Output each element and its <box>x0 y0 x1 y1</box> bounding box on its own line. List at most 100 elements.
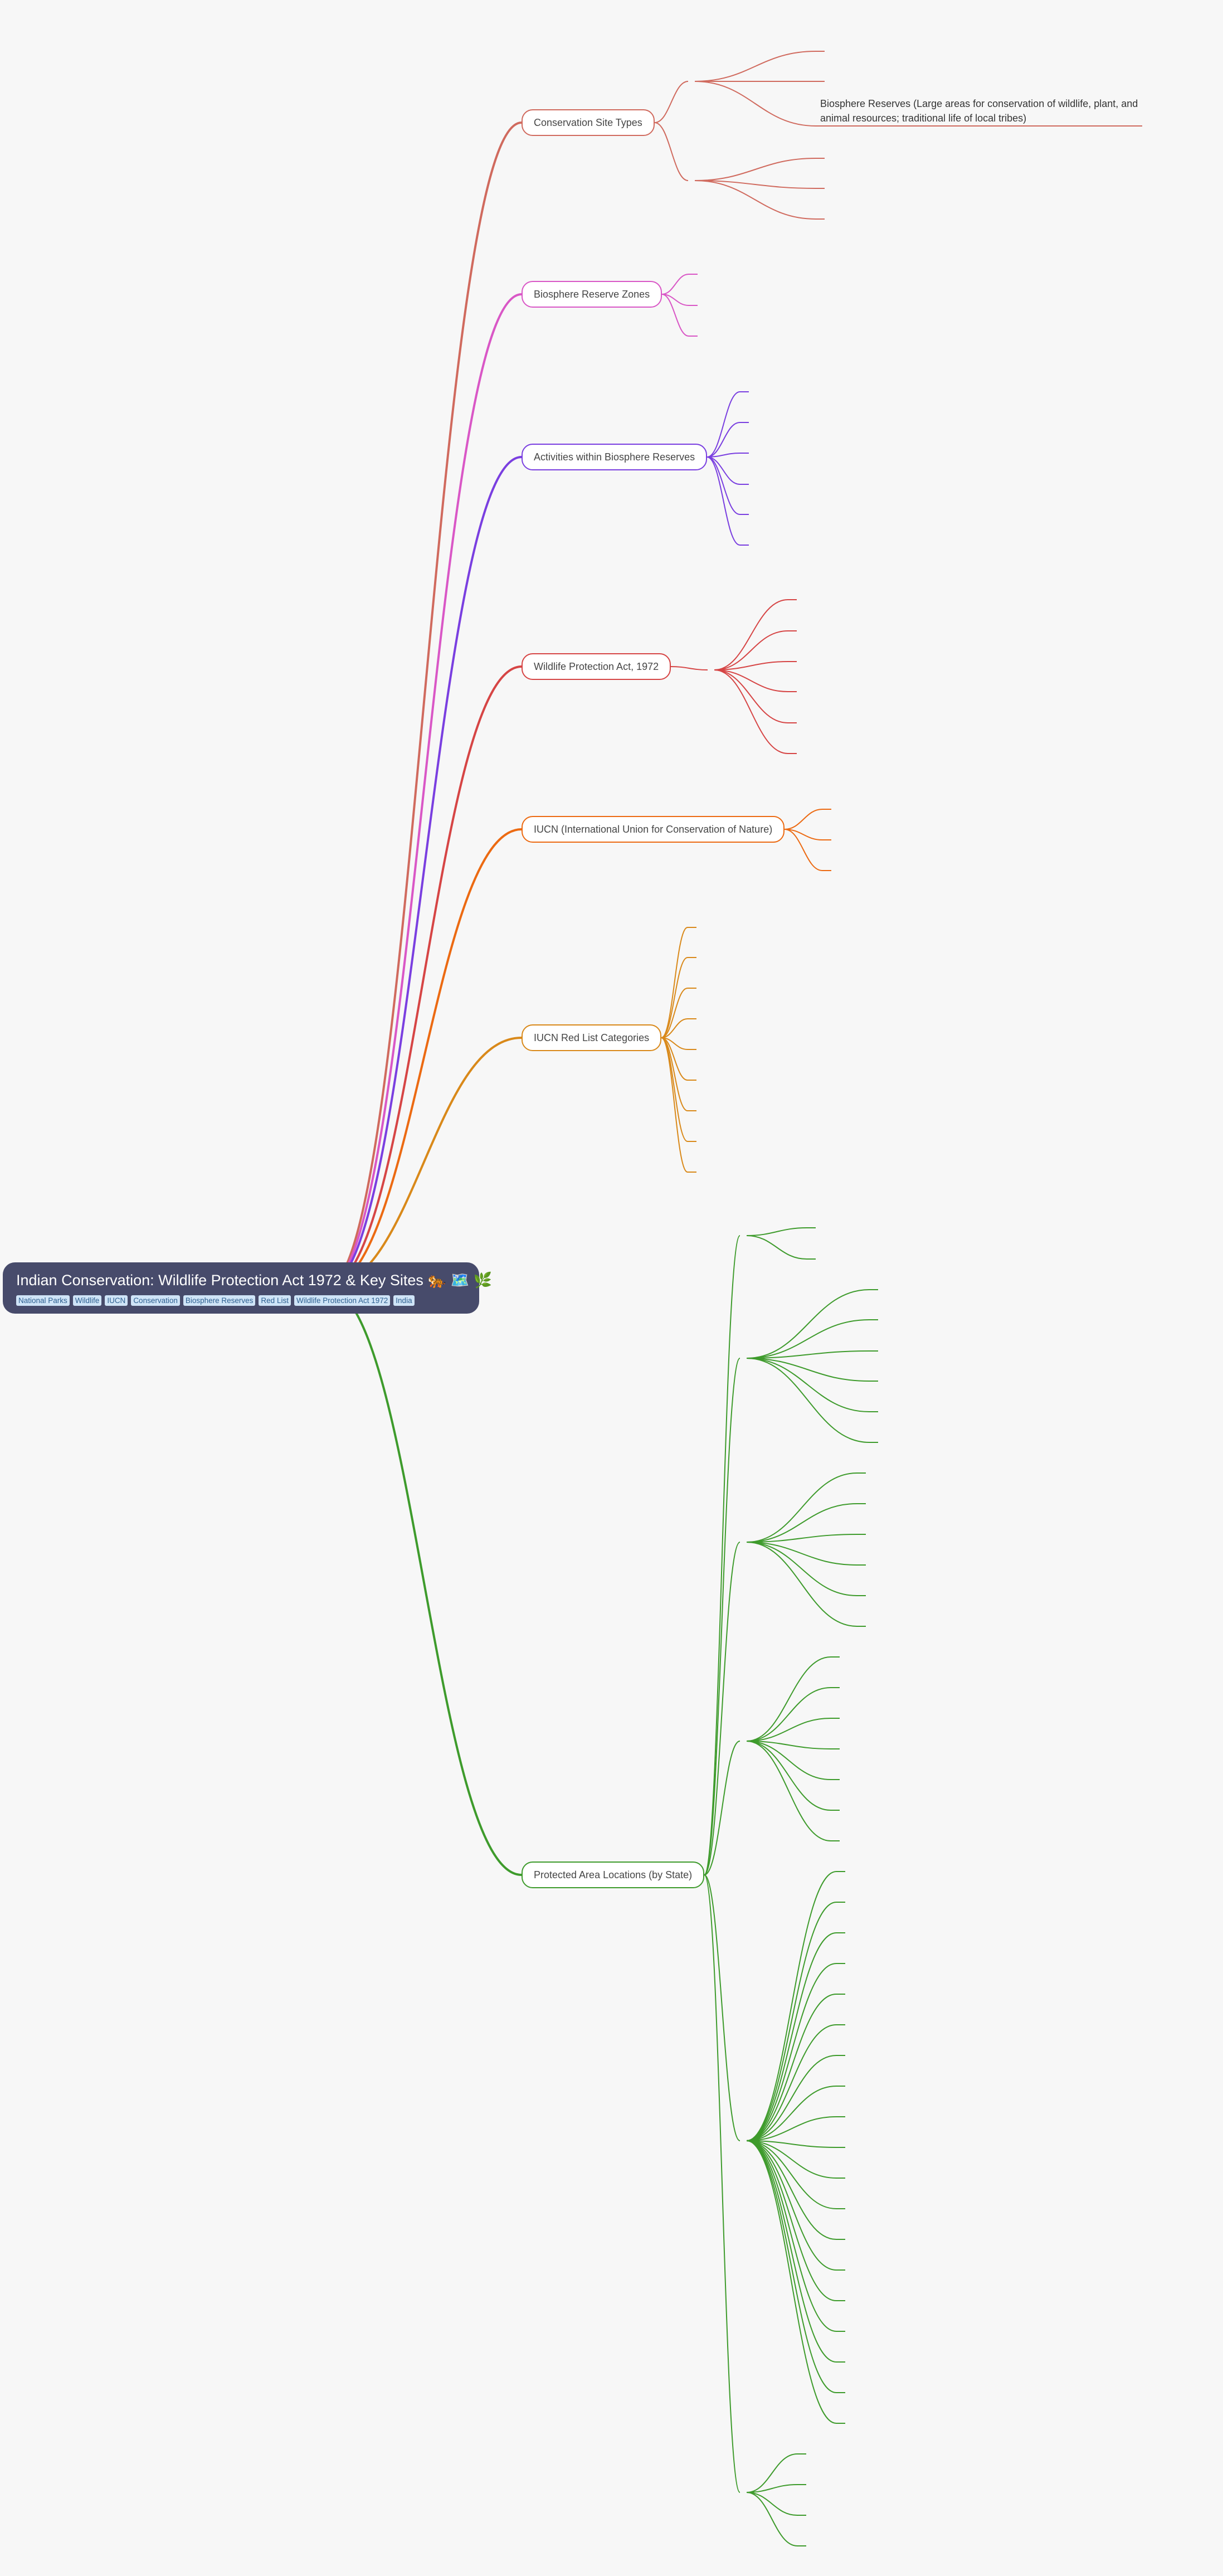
root-tags: National Parks Wildlife IUCN Conservatio… <box>16 1295 466 1306</box>
tag-iucn[interactable]: IUCN <box>105 1295 128 1306</box>
leaf-locations-edge <box>746 1472 857 1543</box>
leaf-activities-edge <box>706 456 740 546</box>
branch-iucn[interactable]: IUCN (International Union for Conservati… <box>522 816 785 843</box>
edge-sites-group <box>654 122 689 181</box>
branch-zones[interactable]: Biosphere Reserve Zones <box>522 281 662 308</box>
leaf-locations-edge <box>746 2086 837 2141</box>
leaf-locations-edge <box>746 2055 837 2141</box>
leaf-sites-edge <box>694 81 816 127</box>
leaf-activities-edge <box>706 456 740 515</box>
leaf-locations-edge <box>746 2492 798 2516</box>
edge-sites-group <box>654 81 689 123</box>
leaf-activities-edge <box>706 391 740 458</box>
leaf-locations-edge <box>746 1534 857 1543</box>
leaf-redlist-edge <box>661 988 688 1038</box>
edge-locations-group <box>704 1542 740 1875</box>
leaf-locations-edge <box>746 1358 870 1412</box>
leaf-locations-edge <box>746 2140 837 2240</box>
leaf-locations-edge <box>746 2140 837 2393</box>
leaf-locations-edge <box>746 1542 857 1596</box>
leaf-activities-edge <box>706 422 740 458</box>
leaf-locations-edge <box>746 1902 837 2141</box>
leaf-locations-edge <box>746 2453 798 2493</box>
leaf-act-edge <box>714 669 788 723</box>
leaf-act-edge <box>714 661 788 670</box>
edge-root-zones <box>325 293 522 1289</box>
leaf-locations-edge <box>746 1741 831 1749</box>
leaf-sites-biosphere-reserves-large-areas-for-conse-line: animal resources; traditional life of lo… <box>820 113 1027 124</box>
leaf-locations-edge <box>746 2116 837 2141</box>
root-node[interactable]: Indian Conservation: Wildlife Protection… <box>3 1262 493 1314</box>
leaf-locations-edge <box>746 2140 837 2363</box>
leaf-act-edge <box>714 599 788 670</box>
edge-root-activities <box>325 456 522 1289</box>
edge-locations-group <box>704 1235 740 1875</box>
edge-act-group <box>670 666 708 670</box>
leaf-locations-edge <box>746 2484 798 2493</box>
tag-conservation[interactable]: Conservation <box>131 1295 180 1306</box>
leaf-locations-edge <box>746 1235 807 1260</box>
leaf-locations-edge <box>746 1542 857 1566</box>
leaf-redlist-edge <box>661 1037 688 1173</box>
leaf-locations-edge <box>746 1289 870 1359</box>
leaf-locations-edge <box>746 1871 837 2141</box>
edge-locations-group <box>704 1874 740 2141</box>
branch-redlist[interactable]: IUCN Red List Categories <box>522 1024 662 1051</box>
tag-wildlife[interactable]: Wildlife <box>72 1295 102 1306</box>
leaf-activities-edge <box>706 456 740 485</box>
leaf-redlist-edge <box>661 1018 688 1038</box>
branch-sites[interactable]: Conservation Site Types <box>522 109 655 136</box>
leaf-locations-edge <box>746 1963 837 2141</box>
leaf-locations-edge <box>746 2024 837 2141</box>
leaf-locations-edge <box>746 2140 837 2271</box>
leaf-locations-edge <box>746 1358 870 1443</box>
tag-wildlife-protection-act[interactable]: Wildlife Protection Act 1972 <box>294 1295 391 1306</box>
leaf-locations-edge <box>746 1994 837 2141</box>
leaf-sites-edge <box>694 180 816 189</box>
leaf-sites-biosphere-reserves-large-areas-for-conse-line: Biosphere Reserves (Large areas for cons… <box>820 98 1138 109</box>
leaf-redlist-edge <box>661 1037 688 1142</box>
leaf-locations-edge <box>746 1227 807 1236</box>
leaf-sites-edge <box>694 180 816 220</box>
tag-red-list[interactable]: Red List <box>259 1295 291 1306</box>
leaf-locations-edge <box>746 2140 837 2301</box>
branch-locations[interactable]: Protected Area Locations (by State) <box>522 1861 705 1888</box>
leaf-zones-edge <box>661 274 689 295</box>
tag-biosphere-reserves[interactable]: Biosphere Reserves <box>183 1295 256 1306</box>
edge-locations-group <box>704 1741 740 1875</box>
root-title: Indian Conservation: Wildlife Protection… <box>16 1272 493 1289</box>
leaf-locations-edge <box>746 1741 831 1780</box>
leaf-locations-edge <box>746 1718 831 1742</box>
leaf-locations-edge <box>746 2140 837 2179</box>
leaf-act-edge <box>714 669 788 692</box>
leaf-locations-edge <box>746 2140 837 2209</box>
edge-locations-group <box>704 1358 740 1875</box>
leaf-act-edge <box>714 669 788 754</box>
leaf-sites-biosphere-reserves-large-areas-for-conse[interactable]: Biosphere Reserves (Large areas for cons… <box>820 96 1138 125</box>
tag-national-parks[interactable]: National Parks <box>16 1295 70 1306</box>
leaf-locations-edge <box>746 1358 870 1382</box>
leaf-locations-edge <box>746 1503 857 1543</box>
edge-root-locations <box>325 1286 522 1876</box>
edge-root-sites <box>325 121 522 1289</box>
leaf-redlist-edge <box>661 957 688 1038</box>
leaf-sites-edge <box>694 51 816 82</box>
branch-activities[interactable]: Activities within Biosphere Reserves <box>522 444 708 470</box>
leaf-sites-edge <box>694 158 816 181</box>
leaf-locations-edge <box>746 1687 831 1742</box>
edge-root-iucn <box>325 828 522 1289</box>
leaf-locations-edge <box>746 2492 798 2546</box>
leaf-locations-edge <box>746 1542 857 1627</box>
branch-act[interactable]: Wildlife Protection Act, 1972 <box>522 653 671 680</box>
leaf-locations-edge <box>746 1741 831 1841</box>
leaf-locations-edge <box>746 2140 837 2148</box>
leaf-locations-edge <box>746 1932 837 2141</box>
tag-india[interactable]: India <box>393 1295 415 1306</box>
leaf-act-edge <box>714 630 788 670</box>
leaf-locations-edge <box>746 1350 870 1359</box>
leaf-locations-edge <box>746 1741 831 1811</box>
leaf-iucn-edge <box>784 809 823 830</box>
edge-locations-group <box>704 1874 740 2493</box>
